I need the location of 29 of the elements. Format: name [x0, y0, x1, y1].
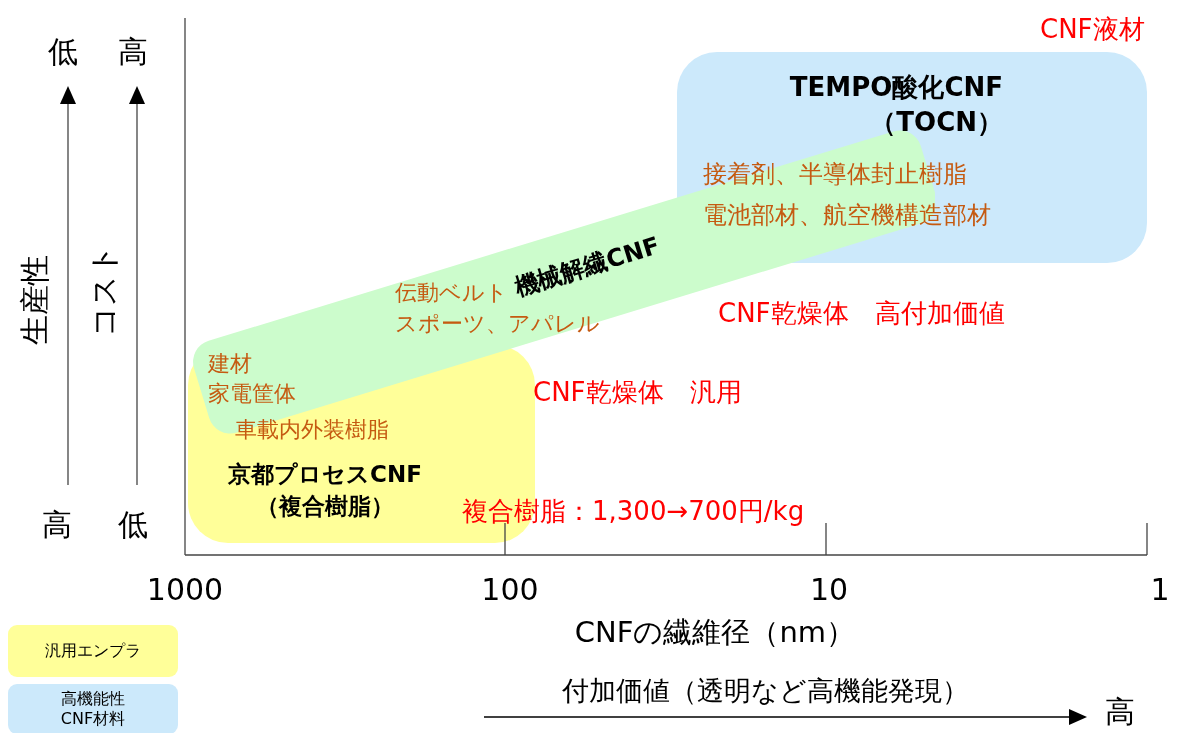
material-label: CNF乾燥体 汎用	[533, 377, 742, 409]
axis-end-label: 低	[48, 34, 78, 70]
tick-label: 1000	[146, 572, 224, 608]
cost-note: 複合樹脂：1,300→700円/kg	[462, 496, 805, 528]
axis-end-label: 高	[1105, 694, 1135, 730]
application-text: 伝動ベルト	[395, 279, 508, 307]
application-text: 車載内外装樹脂	[235, 416, 389, 444]
application-text: 建材	[208, 350, 252, 378]
axis-end-label: 高	[118, 34, 148, 70]
axis-title: コスト	[86, 243, 122, 337]
axis-end-label: 低	[118, 507, 148, 543]
legend-text: 高機能性CNF材料	[59, 689, 127, 729]
tick-label: 1	[1150, 572, 1170, 608]
region-heading: TEMPO酸化CNF（TOCN）	[788, 71, 1003, 140]
material-label: CNF液材	[1040, 14, 1145, 46]
application-text: 接着剤、半導体封止樹脂	[703, 159, 967, 190]
application-text: 電池部材、航空機構造部材	[703, 200, 991, 231]
region-heading: 京都プロセスCNF（複合樹脂）	[227, 460, 423, 522]
axis-title: CNFの繊維径（nm）	[574, 615, 856, 650]
material-label: CNF乾燥体 高付加価値	[718, 298, 1005, 330]
tick-label: 100	[481, 572, 539, 608]
axis-title: 付加価値（透明など高機能発現）	[561, 675, 969, 708]
tick-label: 10	[809, 572, 849, 608]
legend-text: 汎用エンプラ	[45, 641, 141, 661]
axis-title: 生産性	[17, 255, 53, 345]
application-text: 家電筐体	[208, 380, 296, 408]
axis-end-label: 高	[42, 507, 72, 543]
region-heading: 機械解繊CNF	[510, 230, 664, 305]
application-text: スポーツ、アパレル	[395, 310, 600, 338]
